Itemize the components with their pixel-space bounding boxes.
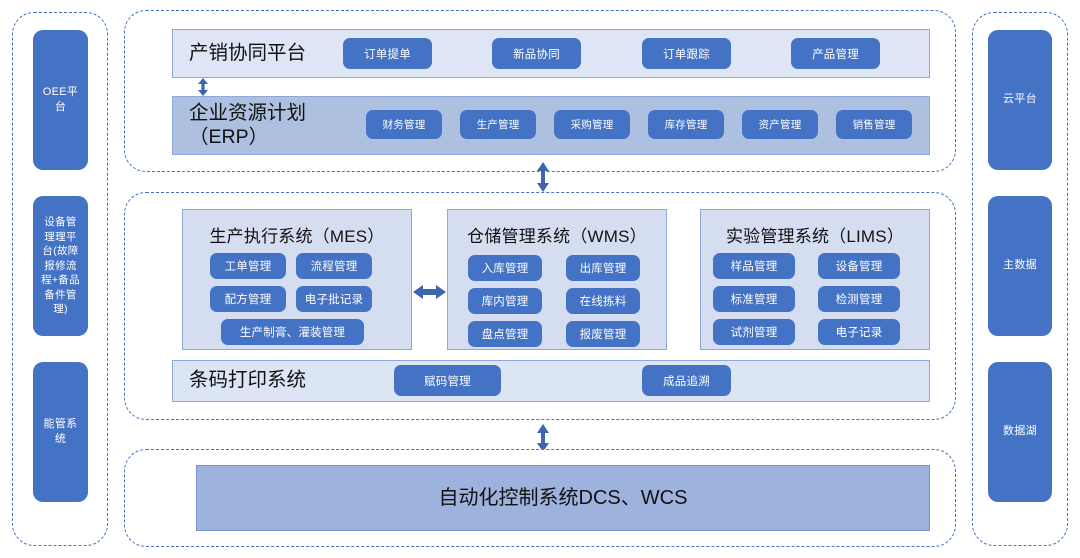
chip-formula-management[interactable]: 配方管理 xyxy=(210,286,286,312)
chip-label: 库存管理 xyxy=(664,119,708,131)
chip-electronic-record[interactable]: 电子记录 xyxy=(818,319,900,345)
chip-product-management[interactable]: 产品管理 xyxy=(791,38,880,69)
sales-collab-platform-title: 产销协同平台 xyxy=(189,41,307,64)
chip-label: 检测管理 xyxy=(835,294,883,306)
chip-label: 标准管理 xyxy=(730,294,778,306)
chip-label: 设备管理 xyxy=(835,261,883,273)
chip-production-management[interactable]: 生产管理 xyxy=(460,110,536,139)
right-rail-item-label: 云平台 xyxy=(1003,93,1037,106)
chip-label: 出库管理 xyxy=(579,263,627,275)
chip-label: 流程管理 xyxy=(310,261,358,273)
chip-label: 赋码管理 xyxy=(424,375,471,388)
chip-label: 资产管理 xyxy=(758,119,802,131)
barcode-print-system-band: 条码打印系统 xyxy=(172,360,930,402)
chip-equipment-management[interactable]: 设备管理 xyxy=(818,253,900,279)
left-rail-item-equipment-management[interactable]: 设备管理理平台(故障报修流程+备品备件管理) xyxy=(33,196,88,336)
chip-label: 库内管理 xyxy=(481,296,529,308)
left-rail-item-energy-management[interactable]: 能管系统 xyxy=(33,362,88,502)
chip-work-order-management[interactable]: 工单管理 xyxy=(210,253,286,279)
chip-label: 订单提单 xyxy=(364,48,411,61)
chip-label: 报废管理 xyxy=(579,329,627,341)
dcs-wcs-title: 自动化控制系统DCS、WCS xyxy=(438,486,688,509)
chip-online-picking[interactable]: 在线拣料 xyxy=(566,288,640,314)
chip-procurement-management[interactable]: 采购管理 xyxy=(554,110,630,139)
chip-scrap-management[interactable]: 报废管理 xyxy=(566,321,640,347)
left-rail-item-label: 能管系统 xyxy=(43,417,78,445)
chip-label: 产品管理 xyxy=(812,48,859,61)
left-rail-item-label: 设备管理理平台(故障报修流程+备品备件管理) xyxy=(41,216,80,316)
chip-process-management[interactable]: 流程管理 xyxy=(296,253,372,279)
chip-label: 样品管理 xyxy=(730,261,778,273)
lims-title: 实验管理系统（LIMS） xyxy=(725,227,905,246)
arrow-sales-to-erp xyxy=(195,78,211,96)
right-rail-item-data-lake[interactable]: 数据湖 xyxy=(988,362,1052,502)
chip-label: 入库管理 xyxy=(481,263,529,275)
chip-order-submit[interactable]: 订单提单 xyxy=(343,38,432,69)
chip-label: 新品协同 xyxy=(513,48,560,61)
chip-label: 工单管理 xyxy=(224,261,272,273)
chip-order-tracking[interactable]: 订单跟踪 xyxy=(642,38,731,69)
mes-title: 生产执行系统（MES） xyxy=(209,227,385,246)
arrow-mes-to-wms xyxy=(413,283,446,301)
chip-label: 电子记录 xyxy=(835,327,883,339)
wms-title: 仓储管理系统（WMS） xyxy=(467,227,647,246)
chip-new-product-collab[interactable]: 新品协同 xyxy=(492,38,581,69)
chip-label: 采购管理 xyxy=(570,119,614,131)
chip-sales-management[interactable]: 销售管理 xyxy=(836,110,912,139)
chip-label: 电子批记录 xyxy=(304,294,364,306)
chip-in-warehouse-management[interactable]: 库内管理 xyxy=(468,288,542,314)
chip-inbound-management[interactable]: 入库管理 xyxy=(468,255,542,281)
chip-code-assignment-management[interactable]: 赋码管理 xyxy=(394,365,501,396)
chip-standard-management[interactable]: 标准管理 xyxy=(713,286,795,312)
arrow-mid-to-dcs xyxy=(534,424,552,452)
chip-outbound-management[interactable]: 出库管理 xyxy=(566,255,640,281)
chip-finished-product-traceability[interactable]: 成品追溯 xyxy=(642,365,731,396)
barcode-print-system-title: 条码打印系统 xyxy=(189,369,307,392)
chip-label: 在线拣料 xyxy=(579,296,627,308)
chip-reagent-management[interactable]: 试剂管理 xyxy=(713,319,795,345)
chip-label: 销售管理 xyxy=(852,119,896,131)
dcs-wcs-band: 自动化控制系统DCS、WCS xyxy=(196,465,930,531)
chip-sample-management[interactable]: 样品管理 xyxy=(713,253,795,279)
right-rail-item-label: 主数据 xyxy=(1003,259,1037,272)
chip-label: 财务管理 xyxy=(382,119,426,131)
chip-label: 订单跟踪 xyxy=(663,48,710,61)
chip-electronic-batch-record[interactable]: 电子批记录 xyxy=(296,286,372,312)
chip-label: 成品追溯 xyxy=(663,375,710,388)
chip-asset-management[interactable]: 资产管理 xyxy=(742,110,818,139)
erp-title: 企业资源计划 （ERP） xyxy=(189,101,307,148)
chip-label: 试剂管理 xyxy=(730,327,778,339)
chip-production-filling-management[interactable]: 生产制膏、灌装管理 xyxy=(221,319,364,345)
chip-label: 盘点管理 xyxy=(481,329,529,341)
chip-label: 生产制膏、灌装管理 xyxy=(239,327,346,339)
right-rail-item-cloud-platform[interactable]: 云平台 xyxy=(988,30,1052,170)
chip-stocktaking-management[interactable]: 盘点管理 xyxy=(468,321,542,347)
chip-inventory-management[interactable]: 库存管理 xyxy=(648,110,724,139)
arrow-erp-to-mes xyxy=(534,162,552,192)
right-rail-item-label: 数据湖 xyxy=(1003,425,1037,438)
chip-label: 生产管理 xyxy=(476,119,520,131)
chip-label: 配方管理 xyxy=(224,294,272,306)
chip-finance-management[interactable]: 财务管理 xyxy=(366,110,442,139)
chip-inspection-management[interactable]: 检测管理 xyxy=(818,286,900,312)
left-rail-item-oee[interactable]: OEE平台 xyxy=(33,30,88,170)
right-rail-item-master-data[interactable]: 主数据 xyxy=(988,196,1052,336)
left-rail-item-label: OEE平台 xyxy=(42,85,79,113)
